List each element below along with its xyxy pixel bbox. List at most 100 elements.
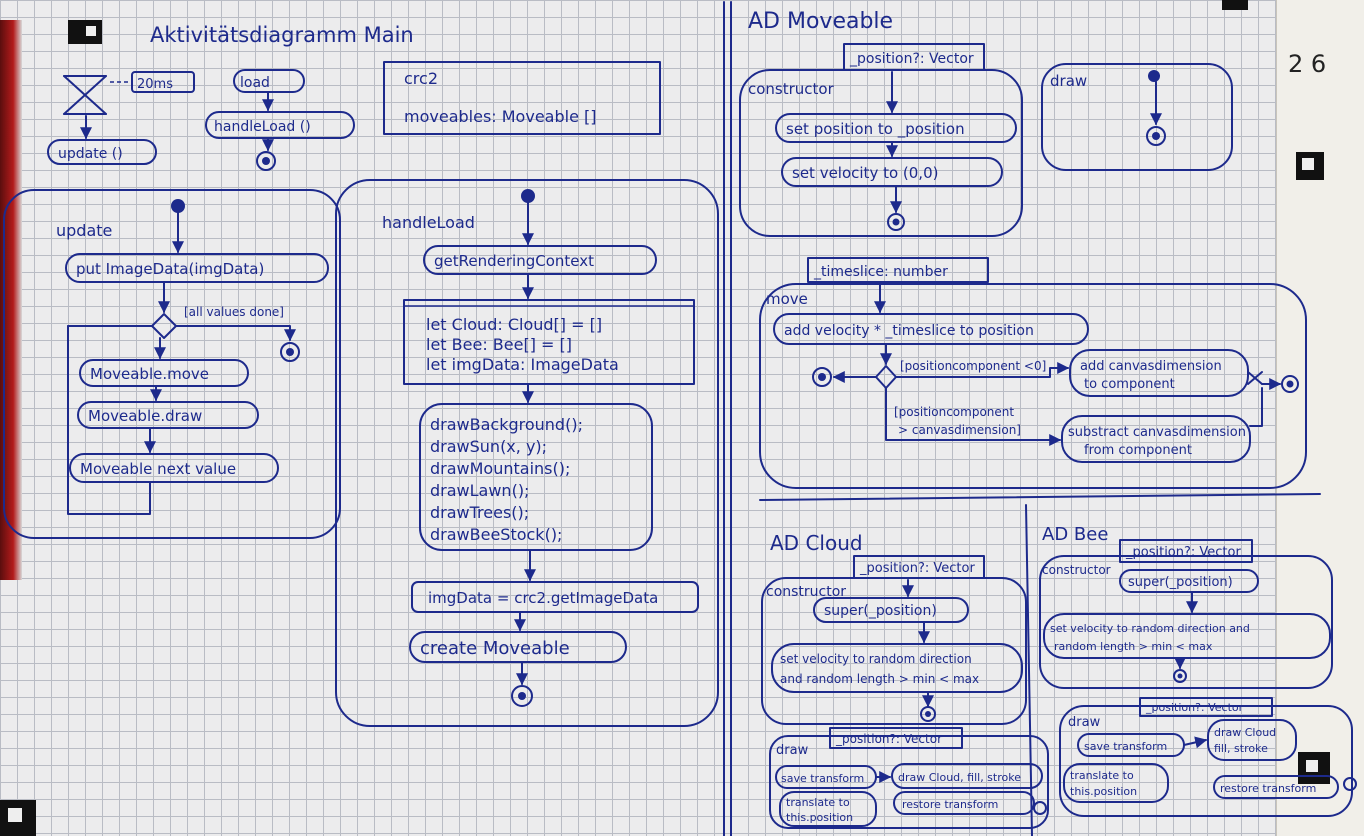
add-velocity-action	[773, 313, 1089, 345]
bee-title: AD Bee	[1042, 524, 1108, 545]
final-node	[1033, 801, 1047, 815]
bee-super-action	[1119, 569, 1259, 593]
draw-step: drawTrees();	[430, 503, 529, 522]
draw-background-action	[419, 403, 653, 551]
let-bee: let Bee: Bee[] = []	[426, 335, 572, 354]
get-image-data-action	[411, 581, 699, 613]
corner-marker-icon	[1222, 0, 1248, 10]
put-image-label: put ImageData(imgData)	[76, 260, 264, 278]
subtract-dimension-label-b: from component	[1084, 443, 1192, 458]
bee-param: _position?: Vector	[1125, 545, 1241, 560]
cloud-translate-action	[779, 791, 877, 827]
cloud-velocity-label-a: set velocity to random direction	[780, 652, 972, 666]
final-node	[511, 685, 533, 707]
moveable-constructor-name: constructor	[748, 80, 835, 98]
draw-step: drawBackground();	[430, 415, 583, 434]
bee-restore-label: restore transform	[1220, 782, 1316, 795]
set-velocity-label: set velocity to (0,0)	[792, 164, 938, 182]
moveable-constructor-activity	[739, 69, 1023, 237]
vertical-divider	[1025, 504, 1033, 836]
final-node	[887, 213, 905, 231]
handle-load-call-action	[205, 111, 355, 139]
bee-draw-shape-label-a: draw Cloud	[1214, 726, 1276, 739]
subtract-dimension-label-a: substract canvasdimension	[1068, 425, 1246, 440]
cloud-draw-name: draw	[776, 743, 809, 758]
let-declarations-box	[403, 299, 695, 385]
guard-overflow-b: > canvasdimension]	[898, 423, 1021, 437]
loop-back-flow	[67, 325, 151, 515]
cloud-velocity-label-b: and random length > min < max	[780, 672, 979, 686]
cloud-draw-shape-label: draw Cloud, fill, stroke	[898, 771, 1021, 784]
set-position-action	[775, 113, 1017, 143]
create-moveable-action	[409, 631, 627, 663]
cloud-draw-param: _position?: Vector	[835, 732, 942, 746]
get-image-data-label: imgData = crc2.getImageData	[428, 589, 658, 607]
initial-node	[521, 189, 535, 203]
final-node	[256, 151, 276, 171]
cloud-restore-label: restore transform	[902, 798, 998, 811]
bee-save-label: save transform	[1084, 740, 1167, 753]
margin-page-numbers: 2 6	[1288, 50, 1326, 78]
bee-velocity-label-b: random length > min < max	[1054, 640, 1213, 653]
final-node	[1343, 777, 1357, 791]
bee-super-label: super(_position)	[1128, 575, 1233, 590]
moveable-draw-action	[77, 401, 259, 429]
cloud-draw-shape-action	[891, 763, 1043, 789]
moveable-draw-name: draw	[1050, 72, 1087, 90]
cloud-translate-label-a: translate to	[786, 796, 850, 809]
draw-step: drawSun(x, y);	[430, 437, 547, 456]
cloud-translate-label-b: this.position	[786, 811, 853, 824]
guard-overflow-a: [positioncomponent	[894, 405, 1014, 419]
cloud-constructor-name: constructor	[766, 584, 846, 600]
set-position-label: set position to _position	[786, 120, 965, 139]
moveable-draw-label: Moveable.draw	[88, 407, 202, 425]
moveable-move-name: move	[766, 290, 808, 308]
get-context-label: getRenderingContext	[434, 252, 594, 270]
get-context-action	[423, 245, 657, 275]
moveable-move-label: Moveable.move	[90, 365, 209, 383]
bee-draw-shape-action	[1207, 719, 1297, 761]
cloud-constructor-activity	[761, 577, 1027, 725]
update-activity	[3, 189, 341, 539]
cloud-draw-param-box	[829, 727, 963, 749]
load-event	[233, 69, 305, 93]
draw-step: drawLawn();	[430, 481, 529, 500]
cloud-velocity-action	[771, 643, 1023, 693]
draw-step: drawMountains();	[430, 459, 570, 478]
timeslice-param: _timeslice: number	[813, 264, 948, 280]
global-moveables: moveables: Moveable []	[404, 107, 596, 126]
guard-negative: [positioncomponent <0]	[900, 359, 1046, 373]
timer-label: 20ms	[137, 77, 173, 92]
bee-velocity-action	[1043, 613, 1331, 659]
global-crc2: crc2	[404, 69, 438, 88]
moveable-param: _position?: Vector	[849, 51, 974, 67]
moveable-draw-activity	[1041, 63, 1233, 171]
globals-box	[383, 61, 661, 135]
initial-node	[1148, 70, 1160, 82]
handle-load-activity	[335, 179, 719, 727]
decision-node	[151, 313, 177, 339]
bee-translate-action	[1063, 763, 1169, 803]
create-moveable-label: create Moveable	[420, 638, 570, 659]
bee-translate-label-a: translate to	[1070, 769, 1134, 782]
cloud-title: AD Cloud	[770, 531, 863, 555]
add-dimension-label-b: to component	[1084, 377, 1175, 392]
final-node	[920, 706, 936, 722]
add-velocity-label: add velocity * _timeslice to position	[784, 323, 1034, 339]
flow-final-node	[812, 367, 832, 387]
set-velocity-action	[781, 157, 1003, 187]
cloud-restore-action	[893, 791, 1035, 815]
moveable-move-activity	[759, 283, 1307, 489]
bee-translate-label-b: this.position	[1070, 785, 1137, 798]
done-guard: [all values done]	[184, 305, 284, 319]
cloud-param: _position?: Vector	[859, 561, 975, 576]
final-node	[1146, 126, 1166, 146]
cloud-draw-activity	[769, 735, 1049, 829]
bee-constructor-activity	[1039, 555, 1333, 689]
update-activity-name: update	[56, 221, 112, 240]
flow-final-node	[1281, 375, 1299, 393]
bounds-decision-node	[875, 365, 897, 389]
let-imgdata: let imgData: ImageData	[426, 355, 619, 374]
moveable-title: AD Moveable	[748, 9, 893, 34]
